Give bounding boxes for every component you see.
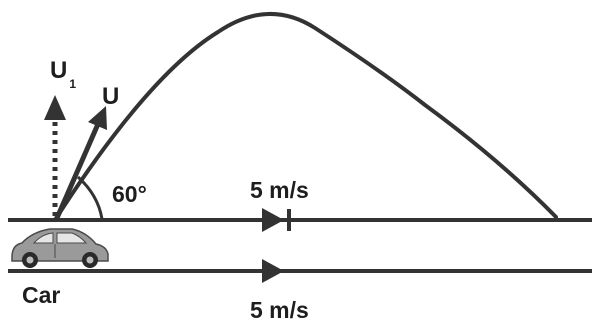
u-label: U	[102, 83, 119, 110]
u1-subscript: 1	[69, 77, 76, 91]
car-label: Car	[22, 282, 60, 308]
lower-ground-arrowhead	[262, 259, 284, 283]
u-arrowhead	[88, 106, 107, 130]
angle-arc	[76, 175, 104, 220]
u-vector-line	[54, 123, 101, 219]
upper-speed-label: 5 m/s	[250, 177, 309, 203]
u1-arrowhead	[44, 95, 66, 120]
upper-ground-arrowhead	[262, 208, 284, 232]
lower-speed-label: 5 m/s	[250, 297, 309, 323]
car-icon	[11, 228, 109, 268]
trajectory-curve	[53, 11, 558, 222]
angle-label: 60°	[112, 181, 147, 207]
